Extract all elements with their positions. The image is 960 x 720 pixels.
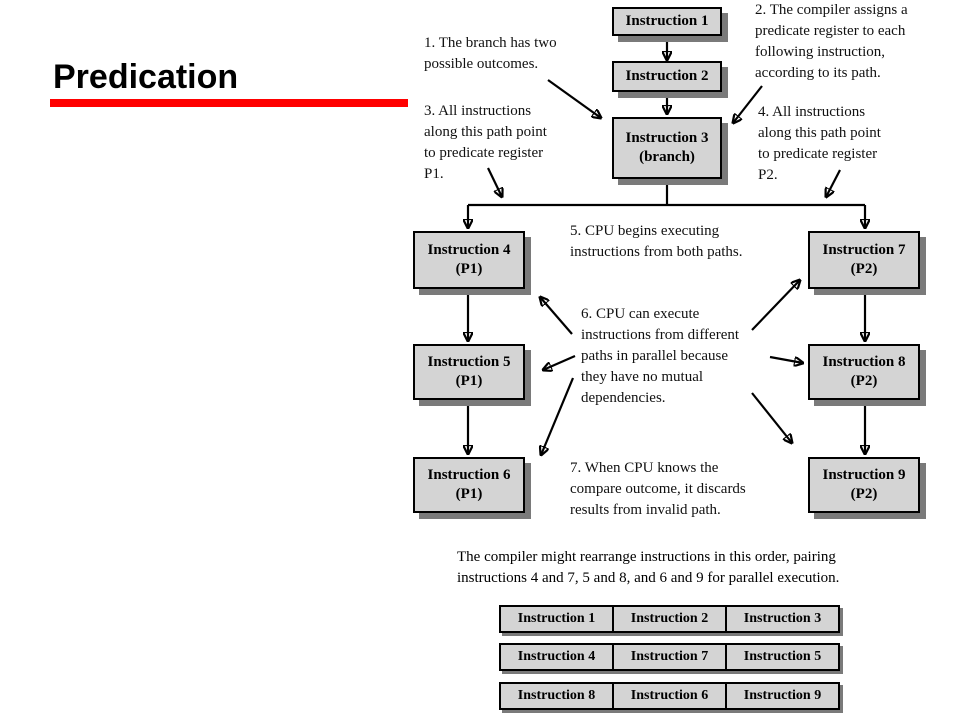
instruction-7-label: Instruction 7	[822, 242, 906, 258]
pointer-note6-i7	[751, 280, 800, 331]
pointer-note6-i8	[769, 355, 803, 363]
bundle-cell: Instruction 9	[727, 684, 838, 708]
note-3-p1-path: 3. All instructions along this path poin…	[424, 103, 547, 182]
note-7-discard: 7. When CPU knows the compare outcome, i…	[570, 460, 746, 518]
bundle-row: Instruction 8 Instruction 6 Instruction …	[499, 682, 840, 710]
instruction-6-box: Instruction 6 (P1)	[413, 457, 525, 513]
instruction-2-box: Instruction 2	[612, 61, 722, 92]
bundle-cell: Instruction 8	[501, 684, 614, 708]
slide-title: Predication	[53, 58, 239, 96]
bundle-cell: Instruction 7	[614, 645, 727, 669]
instruction-8-predicate: (P2)	[850, 373, 878, 389]
instruction-8-label: Instruction 8	[822, 354, 906, 370]
pointer-note6-i6	[541, 377, 575, 455]
instruction-3-sublabel: (branch)	[639, 149, 695, 165]
instruction-1-box: Instruction 1	[612, 7, 722, 36]
bundle-cell: Instruction 1	[501, 607, 614, 631]
instruction-3-box: Instruction 3 (branch)	[612, 117, 722, 179]
bundle-caption: The compiler might rearrange instruction…	[457, 549, 840, 586]
instruction-2-label: Instruction 2	[625, 68, 709, 84]
pointer-note4	[826, 169, 841, 197]
pointer-note2	[733, 85, 763, 123]
instruction-6-label: Instruction 6	[427, 467, 511, 483]
instruction-5-predicate: (P1)	[455, 373, 483, 389]
note-6-parallel: 6. CPU can execute instructions from dif…	[581, 306, 740, 406]
instruction-7-box: Instruction 7 (P2)	[808, 231, 920, 289]
pointer-note6-i5	[543, 354, 576, 370]
instruction-4-label: Instruction 4	[427, 242, 511, 258]
note-1-branch-outcomes: 1. The branch has two possible outcomes.	[424, 35, 557, 72]
bundle-cell: Instruction 6	[614, 684, 727, 708]
bundle-cell: Instruction 2	[614, 607, 727, 631]
instruction-6-predicate: (P1)	[455, 486, 483, 502]
pointer-note6-i9	[751, 392, 792, 443]
note-4-p2-path: 4. All instructions along this path poin…	[758, 104, 881, 183]
bundle-row: Instruction 1 Instruction 2 Instruction …	[499, 605, 840, 633]
instruction-4-box: Instruction 4 (P1)	[413, 231, 525, 289]
note-2-compiler-assigns: 2. The compiler assigns a predicate regi…	[755, 2, 908, 81]
instruction-1-label: Instruction 1	[625, 13, 709, 29]
title-underline	[50, 99, 408, 107]
instruction-8-box: Instruction 8 (P2)	[808, 344, 920, 400]
instruction-9-predicate: (P2)	[850, 486, 878, 502]
instruction-5-box: Instruction 5 (P1)	[413, 344, 525, 400]
bundle-cell: Instruction 4	[501, 645, 614, 669]
bundle-cell: Instruction 3	[727, 607, 838, 631]
instruction-9-box: Instruction 9 (P2)	[808, 457, 920, 513]
note-5-both-paths: 5. CPU begins executing instructions fro…	[570, 223, 743, 260]
instruction-5-label: Instruction 5	[427, 354, 511, 370]
instruction-4-predicate: (P1)	[455, 261, 483, 277]
bundle-cell: Instruction 5	[727, 645, 838, 669]
instruction-3-label: Instruction 3	[625, 130, 709, 146]
pointer-note6-i4	[540, 297, 573, 335]
pointer-note1	[547, 79, 601, 118]
pointer-note3	[487, 167, 502, 197]
instruction-9-label: Instruction 9	[822, 467, 906, 483]
bundle-row: Instruction 4 Instruction 7 Instruction …	[499, 643, 840, 671]
instruction-7-predicate: (P2)	[850, 261, 878, 277]
